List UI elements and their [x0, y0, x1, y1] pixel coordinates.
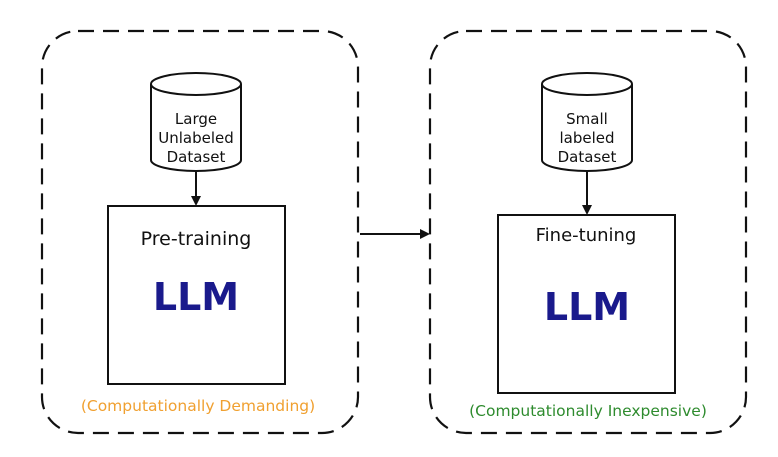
finetuning-box	[497, 214, 676, 394]
small-labeled-dataset-icon: Small labeled Dataset	[541, 72, 633, 172]
finetuning-dataset-line-3: Dataset	[558, 148, 617, 166]
finetuning-dataset-line-1: Small	[566, 110, 608, 128]
pretraining-cost-label: (Computationally Demanding)	[81, 397, 315, 415]
pretraining-stage-label: Pre-training	[141, 228, 252, 250]
finetuning-cost-label: (Computationally Inexpensive)	[469, 402, 707, 420]
finetuning-llm-label: LLM	[544, 285, 630, 329]
finetuning-stage-label: Fine-tuning	[536, 225, 637, 246]
pretraining-llm-label: LLM	[153, 275, 239, 319]
pretraining-dataset-line-3: Dataset	[167, 148, 226, 166]
pretraining-box	[107, 205, 286, 385]
pretraining-dataset-line-1: Large	[175, 110, 217, 128]
large-unlabeled-dataset-icon: Large Unlabeled Dataset	[150, 72, 242, 172]
finetuning-group: Small labeled Dataset Fine-tuning LLM (C…	[428, 29, 748, 435]
finetuning-dashed-border	[428, 29, 748, 435]
finetuning-dataset-line-2: labeled	[559, 129, 614, 147]
pretraining-dataset-line-2: Unlabeled	[158, 129, 234, 147]
pretraining-group: Large Unlabeled Dataset Pre-training LLM…	[40, 29, 360, 435]
pretraining-dashed-border	[40, 29, 360, 435]
